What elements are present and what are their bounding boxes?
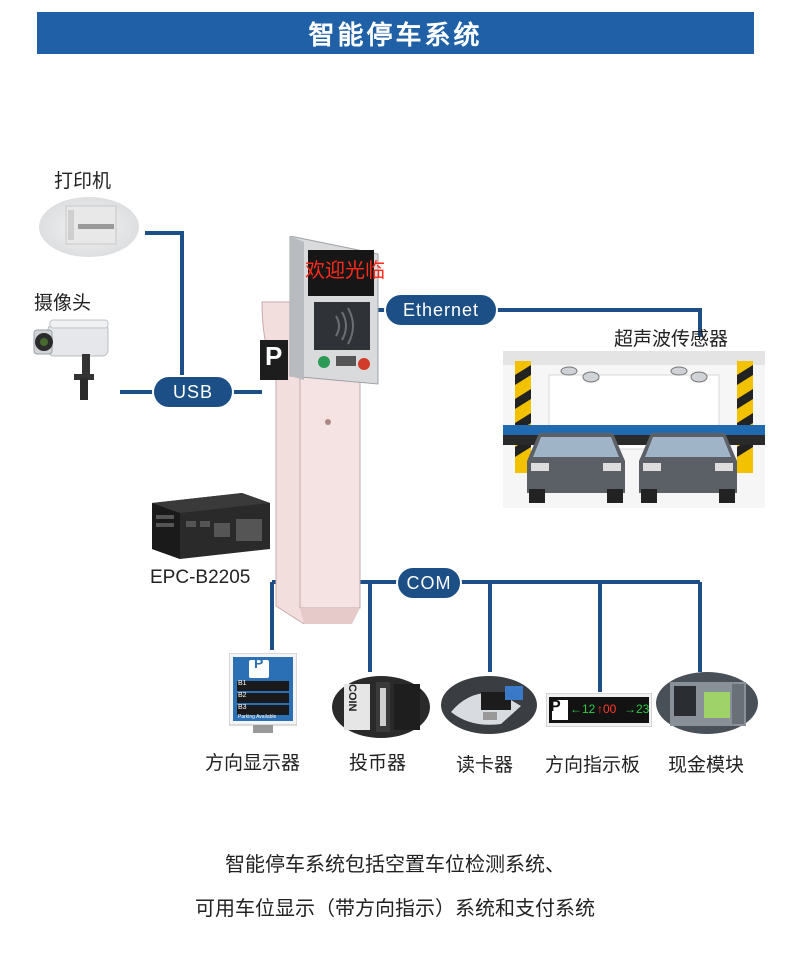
- direction-display-level-b1: B1: [238, 680, 247, 687]
- direction-display-level-b2: B2: [238, 692, 247, 699]
- coin-slot-label: 投币器: [349, 752, 407, 774]
- direction-board-sign: P: [550, 698, 561, 715]
- parking-kiosk: [260, 236, 379, 624]
- controller-label: EPC-B2205: [150, 567, 251, 588]
- cash-module-image: [656, 672, 758, 734]
- direction-display-label: 方向显示器: [205, 752, 301, 774]
- kiosk-parking-sign: P: [265, 341, 283, 371]
- printer-label: 打印机: [54, 170, 112, 192]
- com-interface-badge: COM: [396, 566, 462, 600]
- caption-line-2: 可用车位显示（带方向指示）系统和支付系统: [195, 896, 595, 920]
- ultrasonic-scene-image: [503, 351, 765, 508]
- usb-interface-badge: USB: [152, 375, 234, 409]
- title-bar: 智能停车系统: [37, 12, 754, 54]
- camera-image: [33, 319, 109, 400]
- direction-display-image: [229, 653, 297, 733]
- page-title: 智能停车系统: [308, 20, 483, 51]
- camera-label: 摄像头: [34, 292, 92, 314]
- ethernet-interface-badge: Ethernet: [384, 293, 498, 327]
- direction-board-middle: ↑00: [597, 702, 617, 716]
- caption-line-1: 智能停车系统包括空置车位检测系统、: [225, 852, 565, 876]
- direction-display-level-b3: B3: [238, 704, 247, 711]
- direction-board-left: ←12: [570, 702, 596, 716]
- ultrasonic-label: 超声波传感器: [614, 328, 729, 350]
- cash-module-label: 现金模块: [668, 754, 745, 776]
- controller-image: [152, 493, 270, 559]
- direction-board-label: 方向指示板: [545, 754, 641, 776]
- wire-printer: [145, 231, 184, 392]
- direction-board-right: →23: [624, 702, 650, 716]
- card-reader-image: [441, 676, 537, 734]
- printer-image: [39, 197, 139, 257]
- coin-slot-image: [332, 676, 430, 738]
- direction-board-image: [546, 693, 652, 727]
- coin-slot-text: COIN: [346, 684, 358, 712]
- kiosk-led-text: 欢迎光临: [305, 258, 385, 282]
- card-reader-label: 读卡器: [456, 754, 514, 776]
- direction-display-sign: P: [254, 655, 264, 671]
- direction-display-footer: Parking Available: [238, 714, 277, 720]
